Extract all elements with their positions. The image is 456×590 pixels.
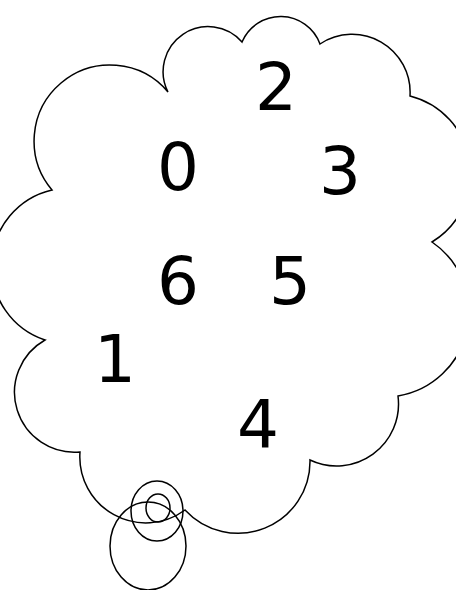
cloud-shape <box>0 17 456 534</box>
digit-label: 2 <box>255 55 297 121</box>
thought-bubble <box>131 481 183 541</box>
digit-label: 0 <box>157 135 199 201</box>
digit-label: 6 <box>157 249 199 315</box>
digit-label: 5 <box>269 249 311 315</box>
digit-label: 1 <box>94 327 136 393</box>
digit-label: 3 <box>319 139 361 205</box>
thought-bubble <box>146 494 170 522</box>
digit-label: 4 <box>237 392 279 458</box>
